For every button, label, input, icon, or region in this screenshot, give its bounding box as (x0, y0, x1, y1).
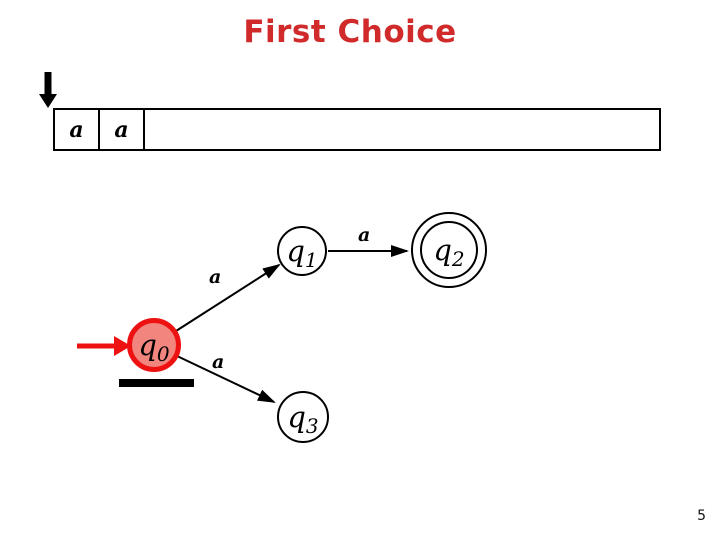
state-label: q 0 (138, 327, 170, 366)
state-label: q 3 (287, 399, 319, 438)
tape-empty-region (145, 110, 659, 149)
transition-symbol-q0-q3: a (212, 351, 225, 373)
tape-cell-symbol: a (69, 116, 84, 143)
slide-title: First Choice (243, 14, 457, 50)
transition-symbol-q1-q2: a (358, 224, 371, 246)
tape-cell-symbol: a (114, 116, 129, 143)
tape: a a (53, 108, 661, 151)
state-label: q 1 (286, 233, 318, 272)
state-q3: q 3 (277, 391, 329, 443)
transition-q0-q1 (175, 263, 281, 332)
state-label: q 2 (433, 232, 465, 271)
tape-cell: a (55, 110, 100, 149)
start-arrow-icon (77, 336, 131, 356)
tape-head-arrow-icon (39, 72, 57, 108)
current-state-underline (119, 379, 194, 387)
accepting-inner-circle: q 2 (420, 221, 478, 279)
page-number: 5 (697, 508, 706, 524)
state-q1: q 1 (277, 226, 327, 276)
state-q0-current: q 0 (127, 318, 181, 372)
transition-symbol-q0-q1: a (209, 266, 222, 288)
tape-cell: a (100, 110, 145, 149)
state-q2-accepting: q 2 (411, 212, 487, 288)
